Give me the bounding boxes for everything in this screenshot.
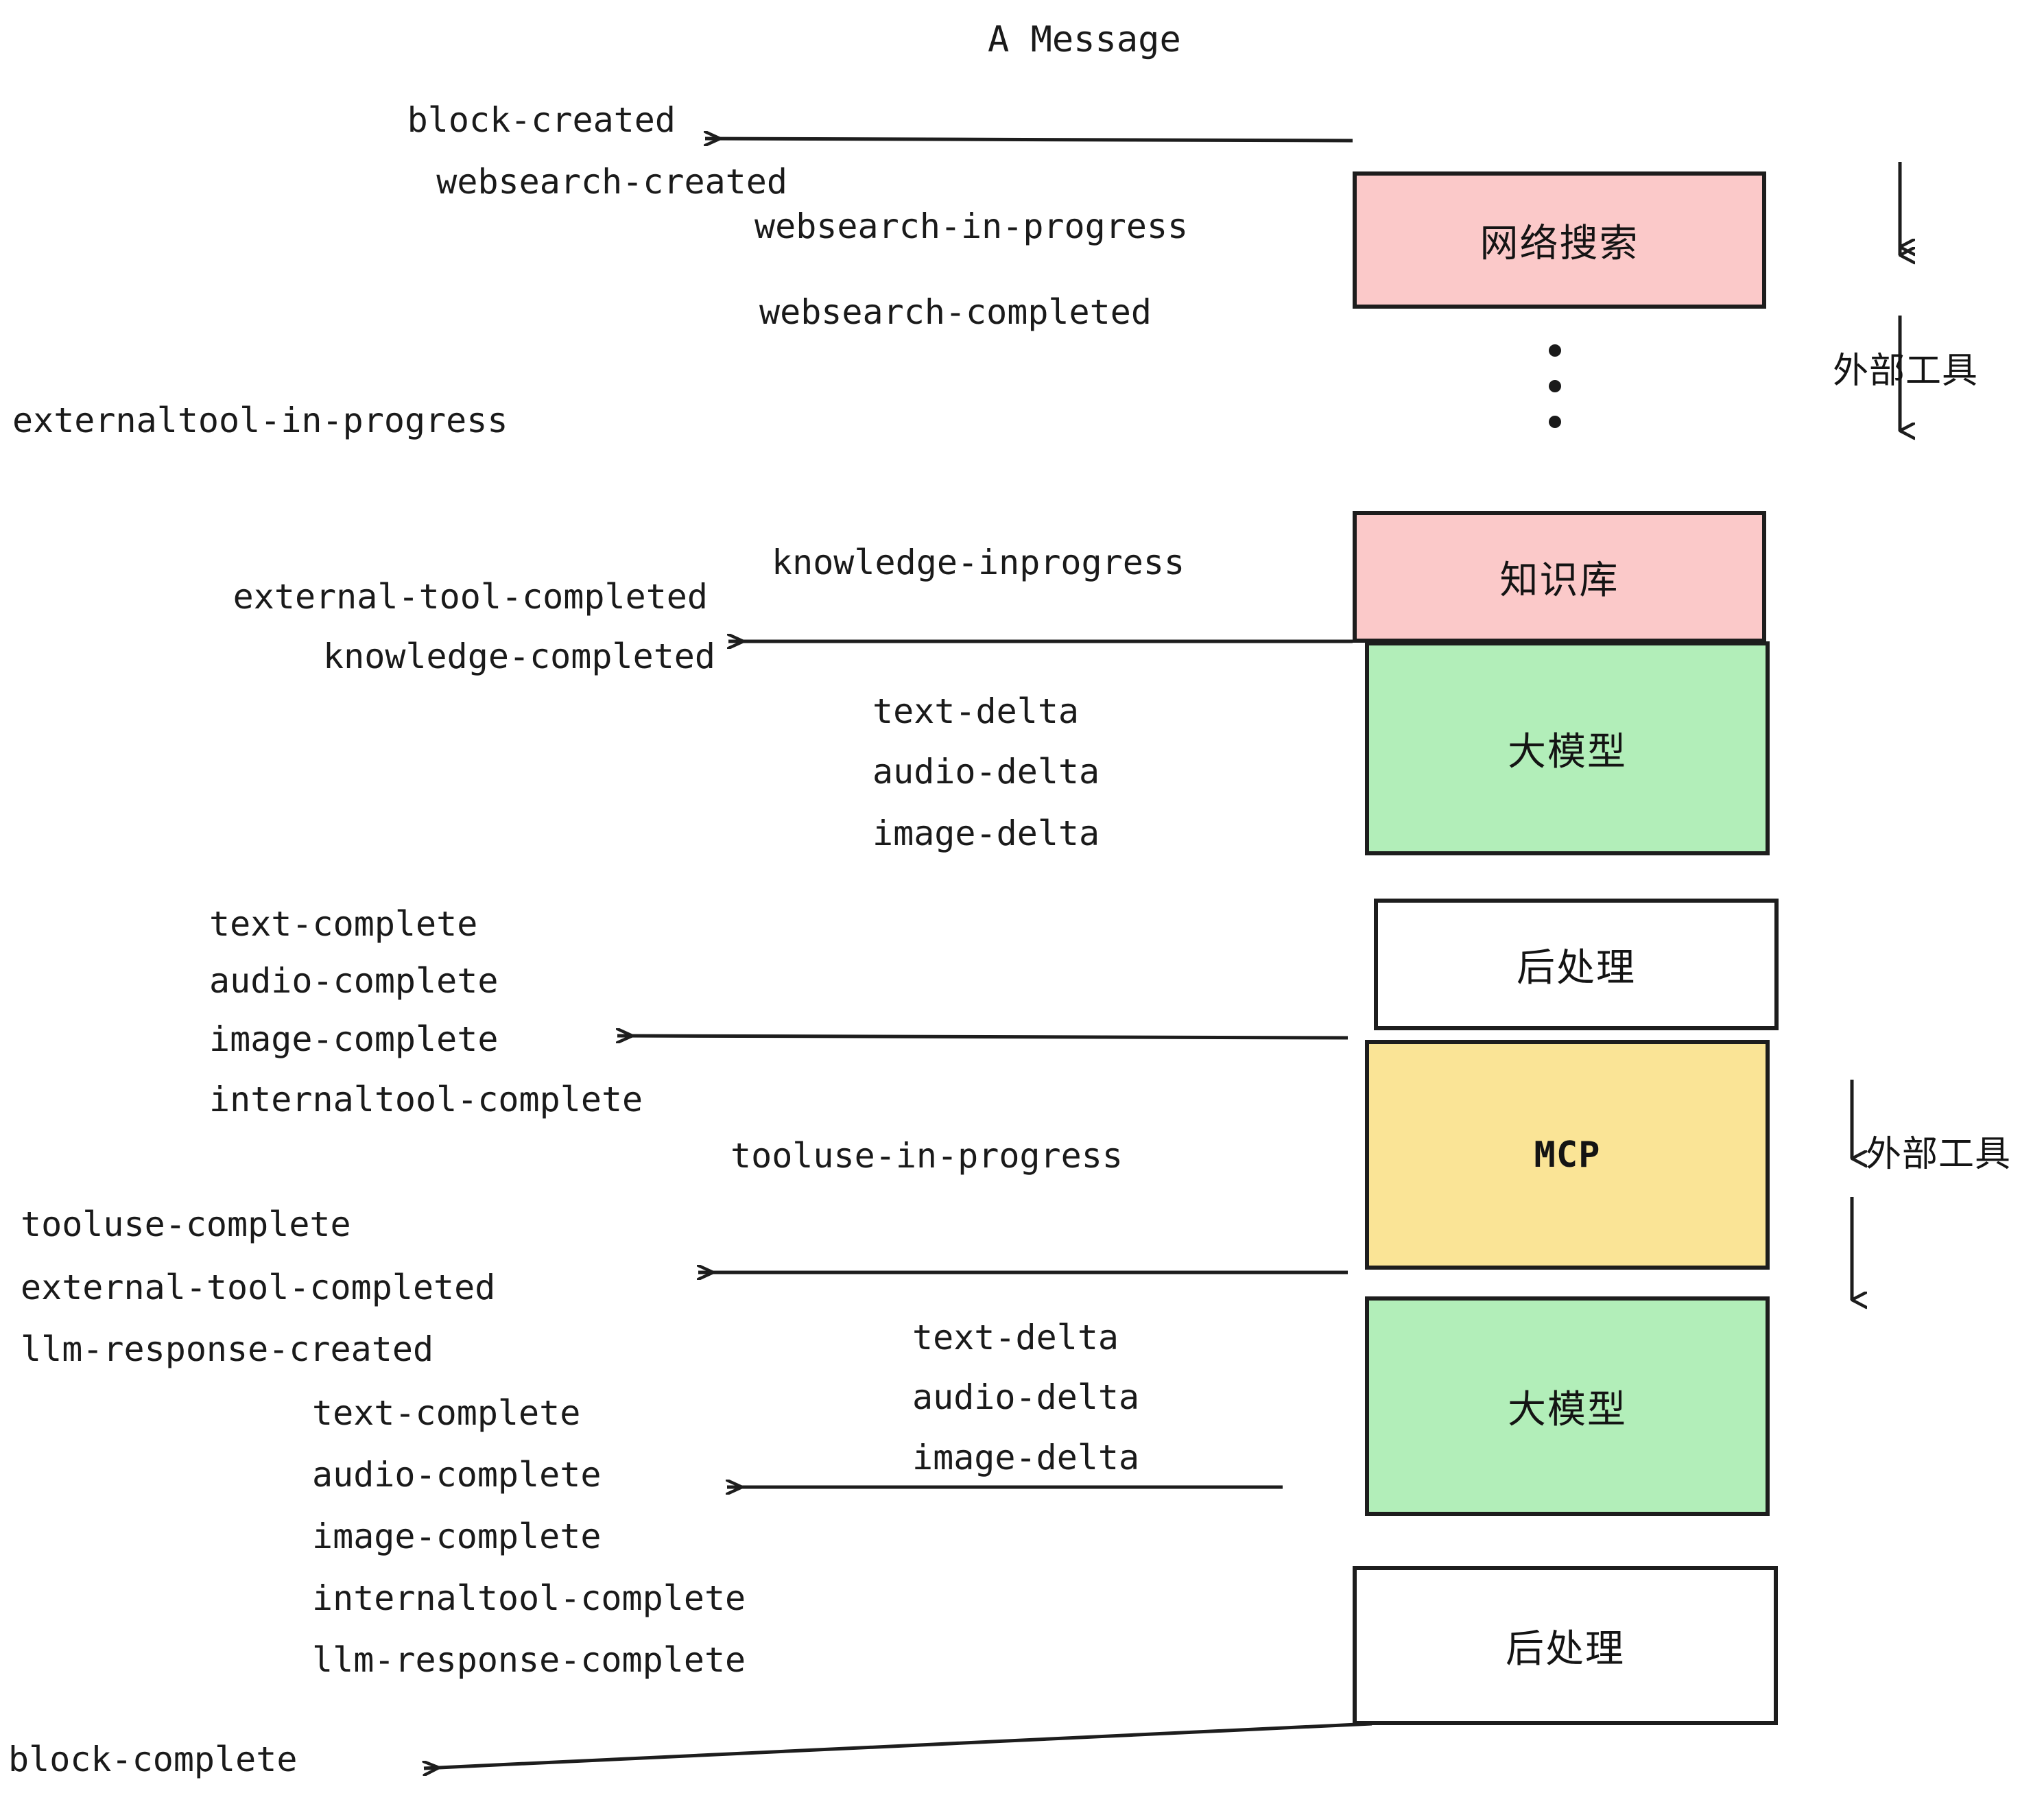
- arrow-postproc2-to-block-complete: [424, 1722, 1372, 1768]
- event-websearch-in-progress: websearch-in-progress: [754, 206, 1189, 246]
- event-image-delta-2: image-delta: [912, 1438, 1140, 1477]
- event-image-complete-2: image-complete: [312, 1517, 602, 1556]
- arrow-llm1-to-image-complete: [617, 1036, 1348, 1038]
- event-tooluse-complete: tooluse-complete: [21, 1204, 351, 1244]
- event-text-complete-1: text-complete: [209, 904, 478, 944]
- ellipsis-dot: [1549, 380, 1561, 392]
- node-websearch-label: 网络搜索: [1479, 221, 1639, 266]
- side-label-external-tools-top: 外部工具: [1833, 351, 1979, 392]
- node-llm-2-label: 大模型: [1508, 1387, 1627, 1432]
- event-block-created: block-created: [407, 100, 676, 140]
- node-postproc-2[interactable]: 后处理: [1353, 1566, 1778, 1725]
- event-knowledge-completed: knowledge-completed: [323, 637, 715, 676]
- event-internaltool-complete-1: internaltool-complete: [209, 1080, 643, 1119]
- ellipsis-dot: [1549, 416, 1561, 428]
- node-postproc-2-label: 后处理: [1506, 1626, 1625, 1672]
- event-text-delta-1: text-delta: [872, 691, 1080, 731]
- event-websearch-created: websearch-created: [436, 162, 787, 202]
- node-mcp[interactable]: MCP: [1365, 1040, 1770, 1270]
- event-block-complete: block-complete: [8, 1740, 298, 1779]
- event-websearch-completed: websearch-completed: [759, 292, 1152, 332]
- side-label-external-tools-bottom: 外部工具: [1866, 1134, 2012, 1175]
- page-title: A Message: [988, 19, 1181, 60]
- event-knowledge-inprogress: knowledge-inprogress: [772, 543, 1185, 582]
- event-tooluse-in-progress: tooluse-in-progress: [730, 1136, 1123, 1176]
- node-postproc-1-label: 后处理: [1517, 945, 1636, 990]
- event-audio-delta-2: audio-delta: [912, 1377, 1140, 1417]
- event-externaltool-in-progress: externaltool-in-progress: [12, 401, 508, 440]
- arrow-websearch-to-created: [705, 139, 1353, 141]
- event-external-tool-completed-2: external-tool-completed: [21, 1268, 496, 1307]
- event-text-delta-2: text-delta: [912, 1318, 1119, 1357]
- event-text-complete-2: text-complete: [312, 1393, 581, 1433]
- event-audio-complete-2: audio-complete: [312, 1455, 602, 1495]
- event-llm-response-created: llm-response-created: [21, 1329, 434, 1369]
- event-audio-delta-1: audio-delta: [872, 752, 1100, 792]
- event-external-tool-completed-1: external-tool-completed: [233, 577, 708, 617]
- node-knowledge-label: 知识库: [1499, 558, 1619, 603]
- node-llm-1-label: 大模型: [1508, 729, 1627, 774]
- node-mcp-label: MCP: [1534, 1134, 1601, 1176]
- node-llm-1[interactable]: 大模型: [1365, 641, 1770, 855]
- event-internaltool-complete-2: internaltool-complete: [312, 1578, 746, 1618]
- event-image-complete-1: image-complete: [209, 1019, 499, 1059]
- vertical-ellipsis: [1549, 344, 1561, 451]
- event-llm-response-complete: llm-response-complete: [312, 1640, 746, 1680]
- event-image-delta-1: image-delta: [872, 814, 1100, 853]
- node-websearch[interactable]: 网络搜索: [1353, 171, 1766, 309]
- ellipsis-dot: [1549, 344, 1561, 357]
- event-audio-complete-1: audio-complete: [209, 961, 499, 1001]
- node-knowledge[interactable]: 知识库: [1353, 511, 1766, 643]
- node-postproc-1[interactable]: 后处理: [1374, 899, 1779, 1030]
- node-llm-2[interactable]: 大模型: [1365, 1296, 1770, 1516]
